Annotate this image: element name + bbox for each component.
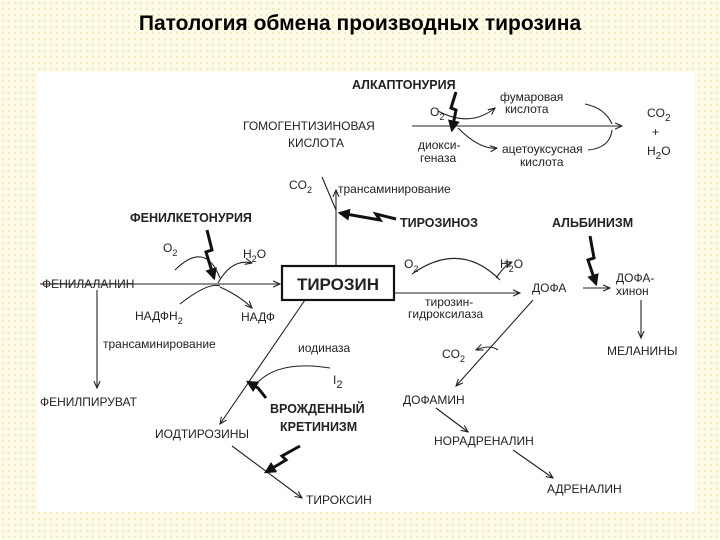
page-title: Патология обмена производных тирозина xyxy=(138,12,582,35)
tyrosine-hydroxylase-o2-curve xyxy=(411,257,501,281)
co2-final: CO2 xyxy=(647,106,671,124)
nadph2-label: НАДФН2 xyxy=(135,309,183,326)
dopaquinone-label-line2: хинон xyxy=(616,284,649,298)
iodinase-block-arrow xyxy=(245,380,268,399)
homogentisic-acid-label-line2: КИСЛОТА xyxy=(288,136,344,150)
tyrosine-label: ТИРОЗИН xyxy=(297,275,379,294)
iodotyrosines-label: ИОДТИРОЗИНЫ xyxy=(155,427,249,441)
fumaric-acid-label-line1: фумаровая xyxy=(500,90,563,104)
thyroxine-label: ТИРОКСИН xyxy=(306,493,372,507)
o2-tyrosine-hydroxylase: O2 xyxy=(404,257,418,274)
melanins-label: МЕЛАНИНЫ xyxy=(607,344,677,358)
homogentisic-acid-label-line1: ГОМОГЕНТИЗИНОВАЯ xyxy=(243,119,375,133)
phenylalanine-label: ФЕНИЛАЛАНИН xyxy=(42,277,134,291)
phenylpyruvate-label: ФЕНИЛПИРУВАТ xyxy=(40,395,138,409)
nadp-out-curve xyxy=(219,286,252,308)
dioxygenase-to-fumaric-curve xyxy=(437,108,495,120)
dioxygenase-to-acetoacetic-curve xyxy=(457,127,497,148)
iodinase-label: иодиназа xyxy=(298,341,350,355)
o2-into-phenylalanine-hydroxylation-curve xyxy=(174,256,221,279)
adrenaline-label: АДРЕНАЛИН xyxy=(547,482,622,496)
fumaric-to-co2-curve xyxy=(584,103,613,125)
noradrenaline-label: НОРАДРЕНАЛИН xyxy=(434,434,534,448)
transamination-top-label: трансаминирование xyxy=(338,182,451,196)
cretinism-block-arrow xyxy=(263,444,301,474)
albinism-label: АЛЬБИНИЗМ xyxy=(552,216,633,230)
dopa-decarboxylation-co2-curve xyxy=(476,347,499,350)
dopaquinone-label-line1: ДОФА- xyxy=(616,271,654,285)
acetoacetic-to-h2o-curve xyxy=(587,129,613,151)
dopamine-to-noradrenaline-arrow xyxy=(435,407,468,432)
o2-phenylalanine: O2 xyxy=(163,241,177,258)
h2o-final: H2O xyxy=(647,144,671,162)
tyrosine-hydroxylase-label-line1: тирозин- xyxy=(425,295,473,309)
cretinism-label-line2: КРЕТИНИЗМ xyxy=(280,420,357,434)
dioxygenase-label-line1: диокси- xyxy=(418,138,460,152)
acetoacetic-acid-label-line2: кислота xyxy=(520,155,564,169)
plus-sign: + xyxy=(652,125,659,139)
alkaptonuria-block-arrow xyxy=(447,91,460,133)
cretinism-label-line1: ВРОЖДЕННЫЙ xyxy=(270,401,365,416)
h2o-phenylalanine: H2O xyxy=(243,247,266,264)
co2-release-line xyxy=(321,176,337,211)
tyrosine-box xyxy=(280,264,396,302)
phenylketonuria-label: ФЕНИЛКЕТОНУРИЯ xyxy=(130,211,252,225)
h2o-out-curve xyxy=(217,262,252,284)
co2-transamination: CO2 xyxy=(289,178,312,195)
nadph-in-curve xyxy=(179,284,221,305)
alkaptonuria-label: АЛКАПТОНУРИЯ xyxy=(352,78,456,92)
h2o-tyrosine-hydroxylase: H2O xyxy=(500,257,523,274)
tyrosine-hydroxylase-label-line2: гидроксилаза xyxy=(408,307,484,321)
acetoacetic-acid-label-line1: ацетоуксусная xyxy=(502,142,583,156)
dioxygenase-label-line2: геназа xyxy=(420,151,456,165)
co2-dopa: CO2 xyxy=(442,347,465,364)
dopamine-label: ДОФАМИН xyxy=(403,393,465,407)
o2-alkaptonuria: O2 xyxy=(430,105,444,122)
transamination-left-label: трансаминирование xyxy=(103,337,216,351)
dopa-to-dopamine-arrow xyxy=(456,299,534,386)
albinism-block-arrow xyxy=(586,235,599,287)
noradrenaline-to-adrenaline-arrow xyxy=(512,449,553,478)
dopa-label: ДОФА xyxy=(532,281,566,295)
nadp-label: НАДФ xyxy=(241,310,275,324)
tyrosine-hydroxylase-h2o-curve xyxy=(495,262,512,279)
phenylketonuria-block-arrow xyxy=(204,229,217,281)
fumaric-acid-label-line2: кислота xyxy=(505,102,549,116)
tyrosine-to-iodotyrosines-arrow xyxy=(220,299,306,424)
tyrosinosis-label: ТИРОЗИНОЗ xyxy=(400,216,478,230)
iodine-curve xyxy=(257,365,331,383)
iodine-label: I2 xyxy=(333,373,342,391)
tyrosinosis-block-arrow xyxy=(337,208,397,223)
